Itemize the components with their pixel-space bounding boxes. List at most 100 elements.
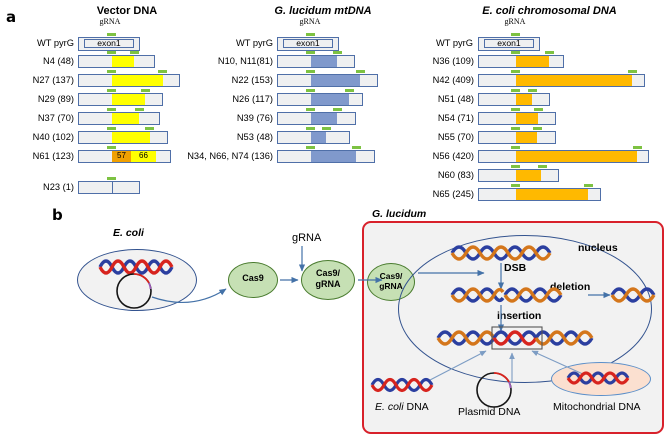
row-label: N26 (117) (232, 94, 273, 104)
exon-label: exon1 (296, 38, 320, 48)
grna-marker-icon (306, 33, 315, 36)
grna-marker-icon (107, 146, 116, 149)
construct-row: N60 (83) (0, 165, 668, 184)
breakpoint-marker-icon (528, 89, 537, 92)
mitochondrial-dna-label: Mitochondrial DNA (553, 401, 641, 413)
grna-caption-ecoli: gRNA (504, 17, 526, 26)
exon-box (484, 39, 534, 48)
breakpoint-marker-icon (534, 108, 543, 111)
construct-row-wt-mtdna: WT pyrG exon1 (0, 33, 420, 52)
dsb-label: DSB (504, 262, 527, 274)
deletion-segment (311, 132, 326, 143)
construct-row: N65 (245) (0, 184, 668, 203)
breakpoint-marker-icon (158, 70, 167, 73)
deletion-segment (112, 113, 139, 124)
exon-label: exon1 (97, 38, 121, 48)
nucleus-label: nucleus (578, 242, 618, 254)
breakpoint-marker-icon (145, 127, 154, 130)
cut-site-line (112, 182, 113, 193)
deletion-segment (311, 94, 349, 105)
deletion-segment (112, 94, 145, 105)
grna-marker-icon (107, 108, 116, 111)
grna-marker-icon (306, 108, 315, 111)
breakpoint-marker-icon (545, 51, 554, 54)
inserted-dna-icon (436, 326, 594, 350)
row-label: WT pyrG (36, 38, 74, 48)
row-label: N60 (83) (437, 170, 474, 180)
row-label: WT pyrG (435, 38, 473, 48)
grna-marker-icon (511, 127, 520, 130)
breakpoint-marker-icon (135, 108, 144, 111)
exon-box (283, 39, 333, 48)
deletion-segment (311, 113, 337, 124)
grna-marker-icon (107, 177, 116, 180)
construct-row: N34, N66, N74 (136) (0, 146, 668, 165)
nuclear-dna-top-icon (450, 245, 552, 261)
row-label: N53 (48) (236, 132, 273, 142)
deletion-segment (311, 56, 337, 67)
deletion-segment (311, 151, 356, 162)
panel-a-letter: a (6, 8, 17, 26)
row-label: N23 (1) (42, 182, 74, 192)
construct-row: N36 (109) (0, 51, 668, 70)
grna-input-label: gRNA (292, 232, 322, 244)
breakpoint-marker-icon (533, 127, 542, 130)
grna-marker-icon (511, 89, 520, 92)
segment-size-label-right: 66 (139, 151, 148, 160)
row-label: N36 (109) (432, 56, 474, 66)
grna-marker-icon (107, 33, 116, 36)
row-label: N37 (70) (37, 113, 74, 123)
row-label: N51 (48) (437, 94, 474, 104)
construct-row: N40 (102) (0, 127, 668, 146)
panel-title-vector-dna: Vector DNA (96, 5, 158, 17)
cas9-grna-inside-line2: gRNA (379, 281, 403, 291)
deletion-segment (311, 75, 360, 86)
deletion-segment (516, 56, 549, 67)
deletion-segment (112, 132, 150, 143)
row-label: N4 (48) (42, 56, 74, 66)
ecoli-cell-label: E. coli (113, 227, 144, 239)
construct-row: N23 (1) (0, 177, 668, 196)
panel-title-ecoli-dna-text: E. coli chromosomal DNA (482, 5, 617, 17)
panel-b: b G. lucidum E. coli Cas9 gRNA Cas9/ gRN… (0, 205, 668, 436)
row-label: N42 (409) (432, 75, 474, 85)
grna-marker-icon (511, 33, 520, 36)
cas9-grna-label-line1: Cas9/ (315, 268, 341, 278)
panel-b-letter: b (52, 206, 63, 224)
plasmid-dna-icon (476, 372, 512, 408)
row-label: N39 (76) (236, 113, 273, 123)
cas9-grna-inside-line1: Cas9/ (379, 271, 403, 281)
ecoli-cell-outline (77, 249, 197, 311)
deletion-segment (112, 56, 134, 67)
construct-row: N39 (76) (0, 108, 668, 127)
ecoli-genomic-dna-icon (98, 259, 174, 275)
mitochondrial-dna-icon (566, 371, 630, 385)
row-label: N55 (70) (437, 132, 474, 142)
breakpoint-marker-icon (356, 70, 365, 73)
grna-marker-icon (306, 51, 315, 54)
deletion-segment (516, 94, 532, 105)
breakpoint-marker-icon (141, 89, 150, 92)
row-label: WT pyrG (235, 38, 273, 48)
panel-title-ecoli-dna: E. coli chromosomal DNA (442, 5, 657, 17)
construct-row: N55 (70) (0, 127, 668, 146)
arrow-ecoli-dna-donor (429, 350, 487, 381)
deletion-segment (516, 189, 588, 200)
construct-row: N4 (48) (0, 51, 668, 70)
cas9-grna-label-line2: gRNA (315, 279, 341, 289)
grna-caption-vector: gRNA (99, 17, 121, 26)
deletion-segment-right (131, 151, 156, 162)
deletion-segment (112, 75, 163, 86)
diagram-vector-layer (98, 245, 656, 408)
panel-title-gl-mtdna-text: G. lucidum mtDNA (274, 5, 372, 17)
grna-marker-icon (107, 89, 116, 92)
grna-marker-icon (107, 70, 116, 73)
deletion-segment (516, 170, 541, 181)
grna-marker-icon (511, 165, 520, 168)
cas9-grna-node (301, 260, 355, 300)
grna-marker-icon (107, 127, 116, 130)
construct-row: N54 (71) (0, 108, 668, 127)
g-lucidum-label: G. lucidum (372, 208, 427, 220)
construct-row: N22 (153) (0, 70, 668, 89)
